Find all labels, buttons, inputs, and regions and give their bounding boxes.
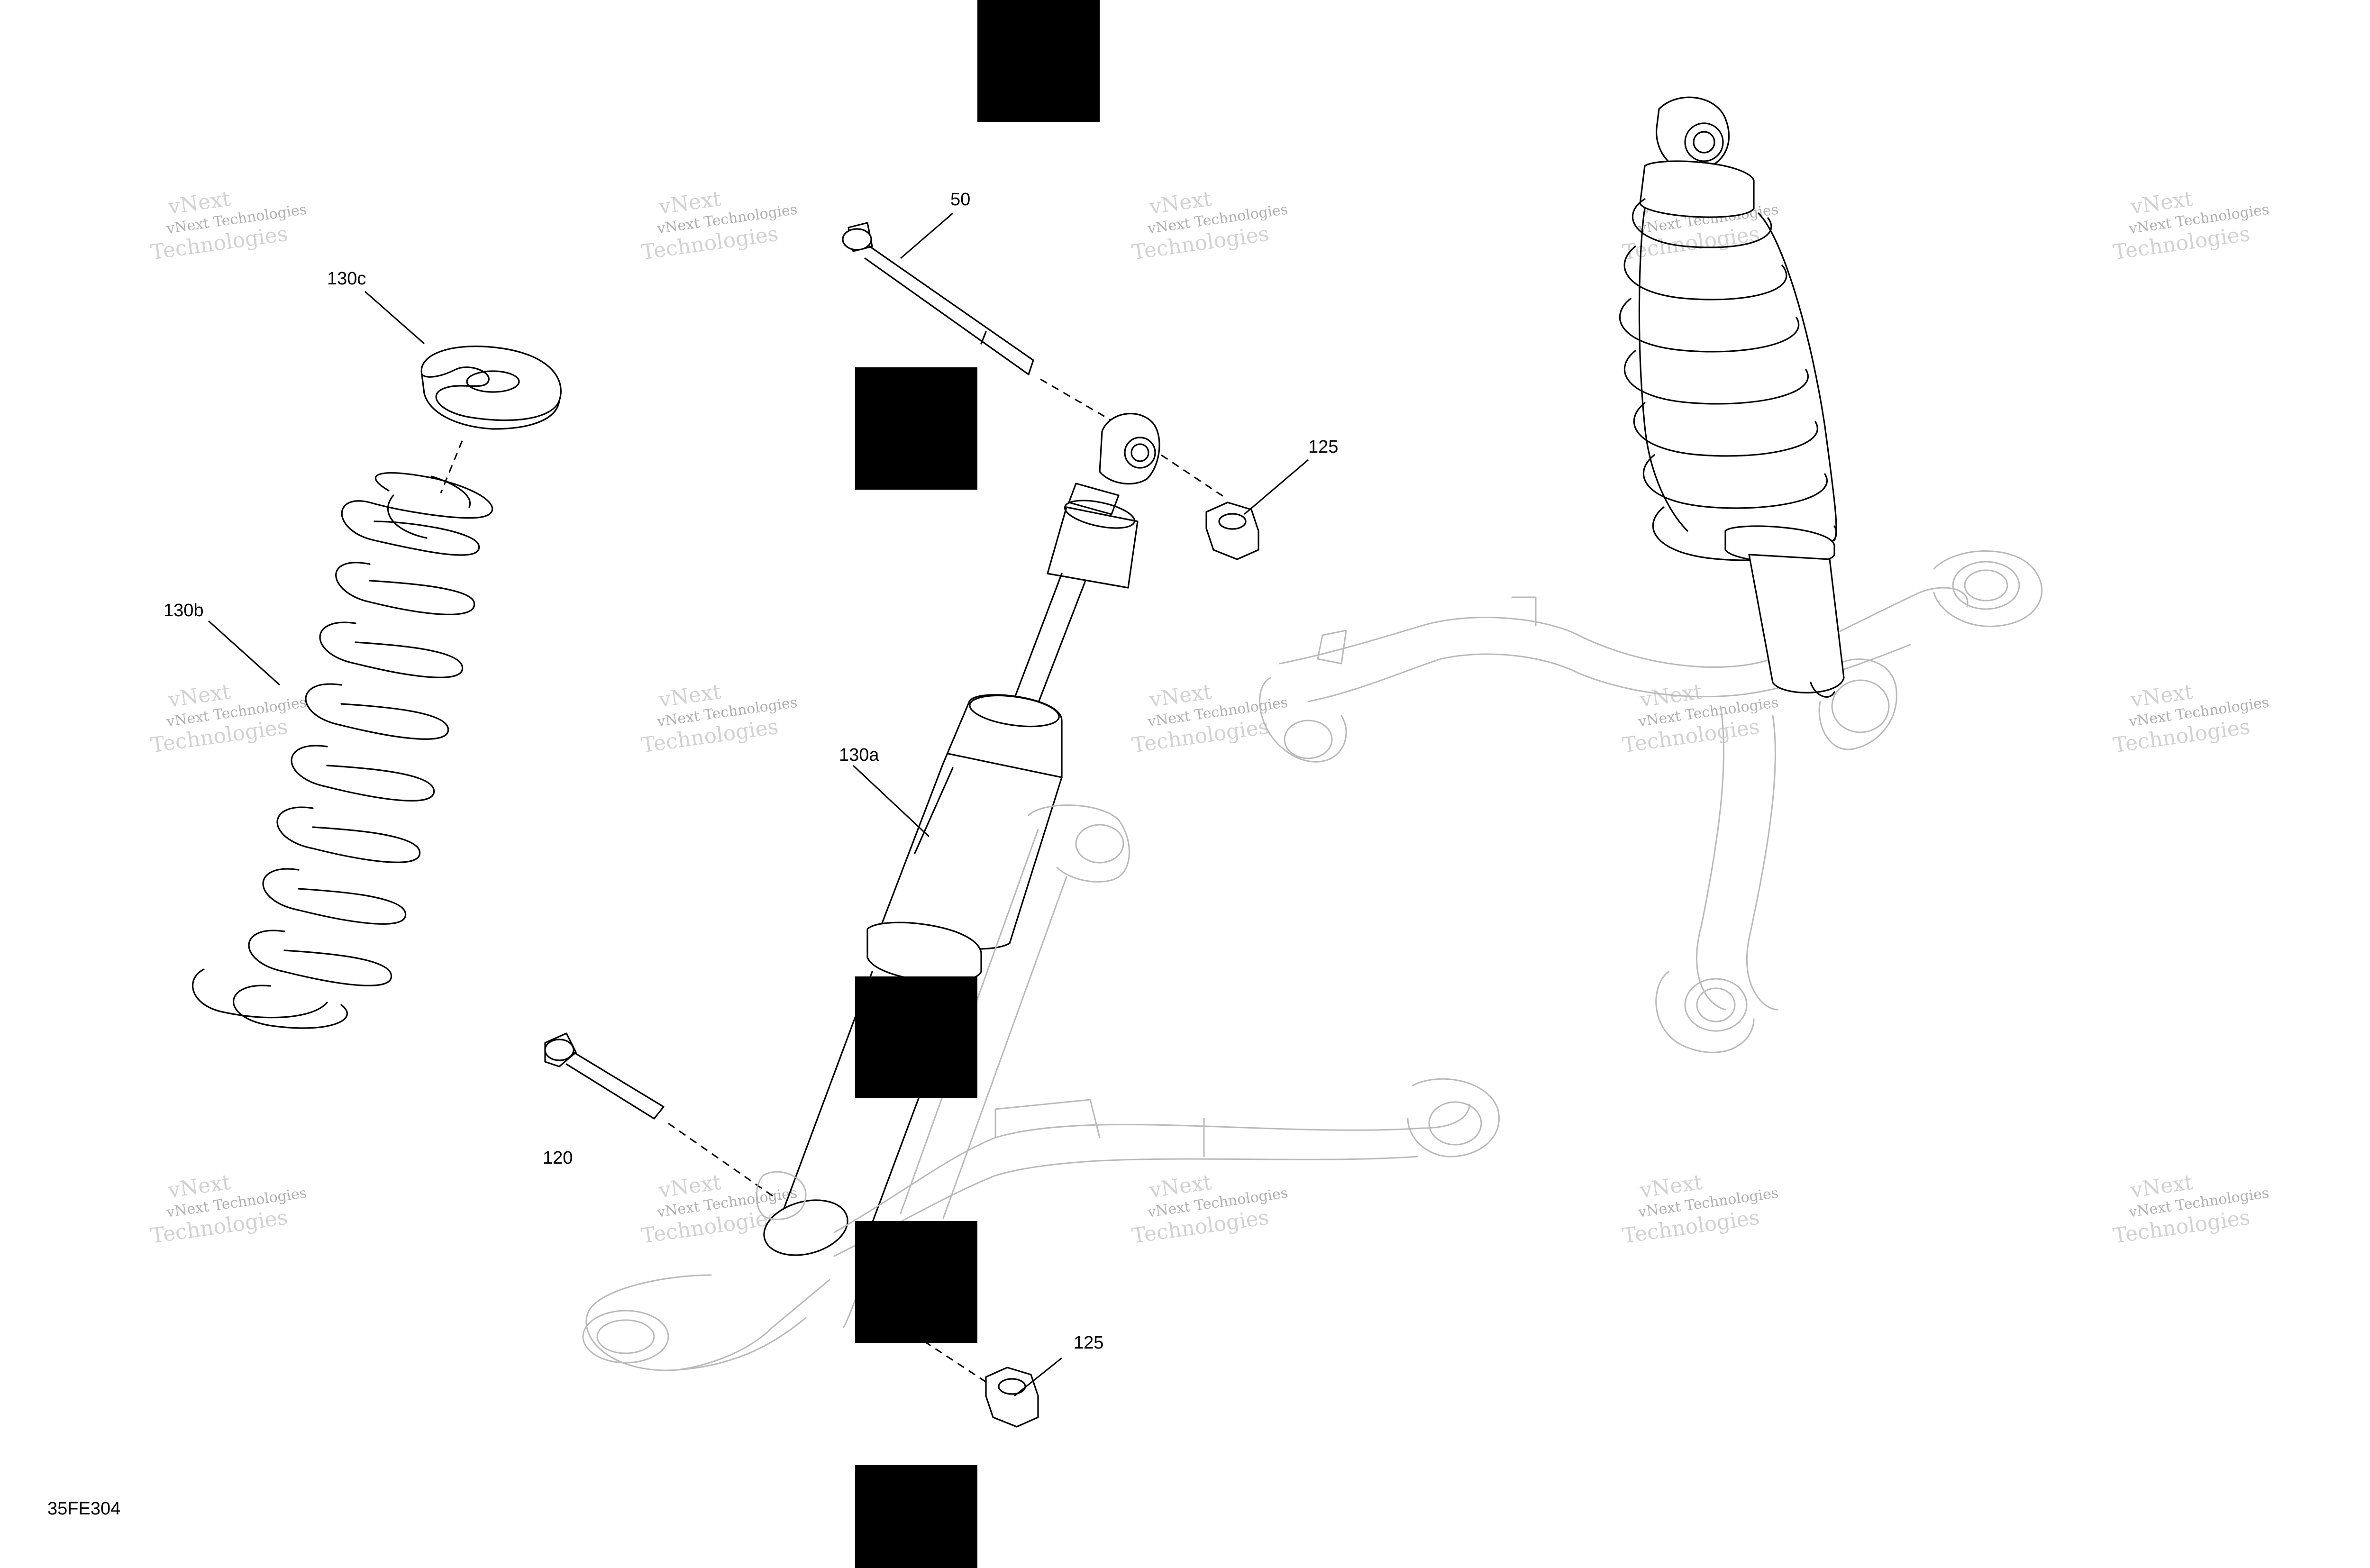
callout-125-bottom: 125: [1074, 1333, 1103, 1353]
bolt-50-axis: [1040, 378, 1114, 423]
redaction-blocks: [855, 0, 1100, 1568]
callout-130b: 130b: [164, 601, 204, 620]
nut-125-bottom[interactable]: [985, 1367, 1039, 1428]
spring-seat-axis: [440, 440, 463, 493]
diagram-code: 35FE304: [47, 1499, 120, 1519]
shock-assembly-assembled[interactable]: [1619, 96, 1845, 698]
callout-125-top: 125: [1308, 437, 1338, 457]
redaction-block-2: [855, 367, 977, 490]
callout-130a: 130a: [839, 745, 879, 765]
leader-lines: [208, 212, 1309, 1397]
shock-absorber-130a[interactable]: [758, 412, 1160, 1264]
callout-130c: 130c: [327, 269, 366, 289]
coil-spring-130b[interactable]: [192, 472, 493, 1029]
nut-125-bottom-axis: [924, 1340, 1001, 1392]
lower-a-arm-assembled: [1259, 550, 2042, 1053]
bolt-50[interactable]: [842, 222, 1034, 375]
nut-125-top[interactable]: [1205, 501, 1259, 560]
redaction-block-1: [977, 0, 1100, 122]
redaction-block-5: [855, 1465, 977, 1568]
redaction-block-4: [855, 1221, 977, 1343]
spring-seat-130c[interactable]: [420, 346, 562, 430]
bolt-120[interactable]: [544, 1032, 665, 1120]
bolt-120-axis: [668, 1122, 778, 1200]
callout-50: 50: [950, 190, 970, 210]
lower-a-arm-center: [582, 804, 1500, 1371]
callout-120: 120: [543, 1148, 573, 1168]
bolt-50-axis-2: [1161, 454, 1226, 499]
redaction-block-3: [855, 976, 977, 1098]
